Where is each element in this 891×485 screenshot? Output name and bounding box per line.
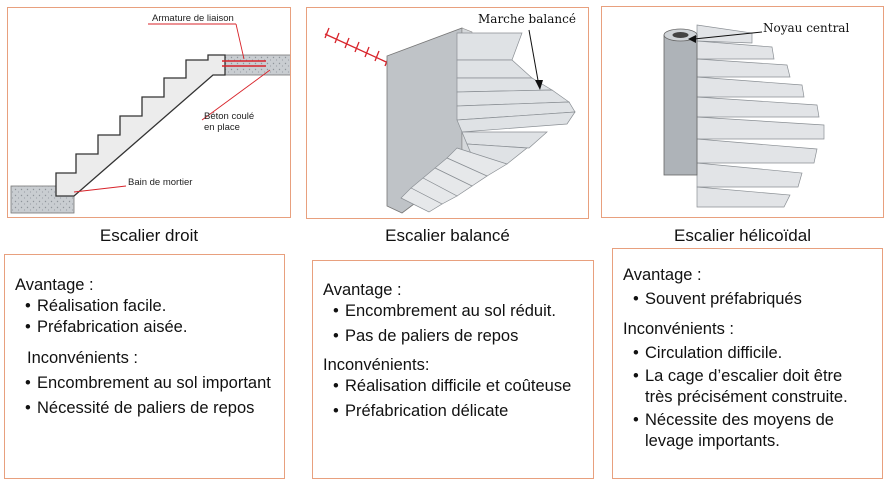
label-mortier: Bain de mortier [128, 177, 192, 188]
list-item: La cage d’escalier doit être très précis… [623, 366, 874, 408]
list-item: Pas de paliers de repos [323, 326, 581, 347]
advantages-list: Encombrement au sol réduit. Pas de palie… [323, 301, 581, 347]
advantages-title: Avantage : [623, 266, 702, 284]
list-item: Nécessite des moyens de levage important… [623, 410, 874, 452]
list-item: Souvent préfabriqués [623, 289, 874, 310]
info-box-balance: Avantage : Encombrement au sol réduit. P… [312, 260, 594, 479]
label-armature: Armature de liaison [152, 13, 234, 24]
list-item: Réalisation facile. [15, 296, 276, 317]
list-item: Encombrement au sol réduit. [323, 301, 581, 322]
drawbacks-title: Inconvénients: [323, 356, 430, 374]
straight-stair-image: Armature de liaison Béton coulé en place… [7, 7, 291, 218]
label-beton-1: Béton coulé [204, 111, 254, 122]
list-item: Circulation difficile. [623, 343, 874, 364]
label-marche: Marche balancé [478, 12, 576, 26]
drawbacks-title: Inconvénients : [623, 320, 734, 338]
label-noyau: Noyau central [763, 21, 849, 35]
drawbacks-list: Réalisation difficile et coûteuse Préfab… [323, 376, 581, 422]
advantages-list: Réalisation facile. Préfabrication aisée… [15, 296, 276, 338]
label-beton-2: en place [204, 122, 240, 133]
drawbacks-list: Circulation difficile. La cage d’escalie… [623, 343, 874, 452]
drawbacks-list: Encombrement au sol important Nécessité … [15, 373, 276, 419]
list-item: Préfabrication délicate [323, 401, 581, 422]
list-item: Réalisation difficile et coûteuse [323, 376, 581, 397]
caption-escalier-droit: Escalier droit [99, 226, 199, 245]
advantages-title: Avantage : [15, 276, 94, 294]
caption-escalier-balance: Escalier balancé [385, 226, 510, 245]
list-item: Encombrement au sol important [15, 373, 276, 394]
helical-stair-image: Noyau central [601, 6, 884, 218]
list-item: Nécessité de paliers de repos [15, 398, 276, 419]
info-box-helicoidal: Avantage : Souvent préfabriqués Inconvén… [612, 248, 883, 479]
balanced-stair-image: Marche balancé [306, 7, 589, 219]
advantages-title: Avantage : [323, 281, 402, 299]
drawbacks-title: Inconvénients : [27, 349, 138, 367]
caption-escalier-helicoidal: Escalier hélicoïdal [673, 226, 811, 245]
advantages-list: Souvent préfabriqués [623, 289, 874, 310]
info-box-droit: Avantage : Réalisation facile. Préfabric… [4, 254, 285, 479]
list-item: Préfabrication aisée. [15, 317, 276, 338]
